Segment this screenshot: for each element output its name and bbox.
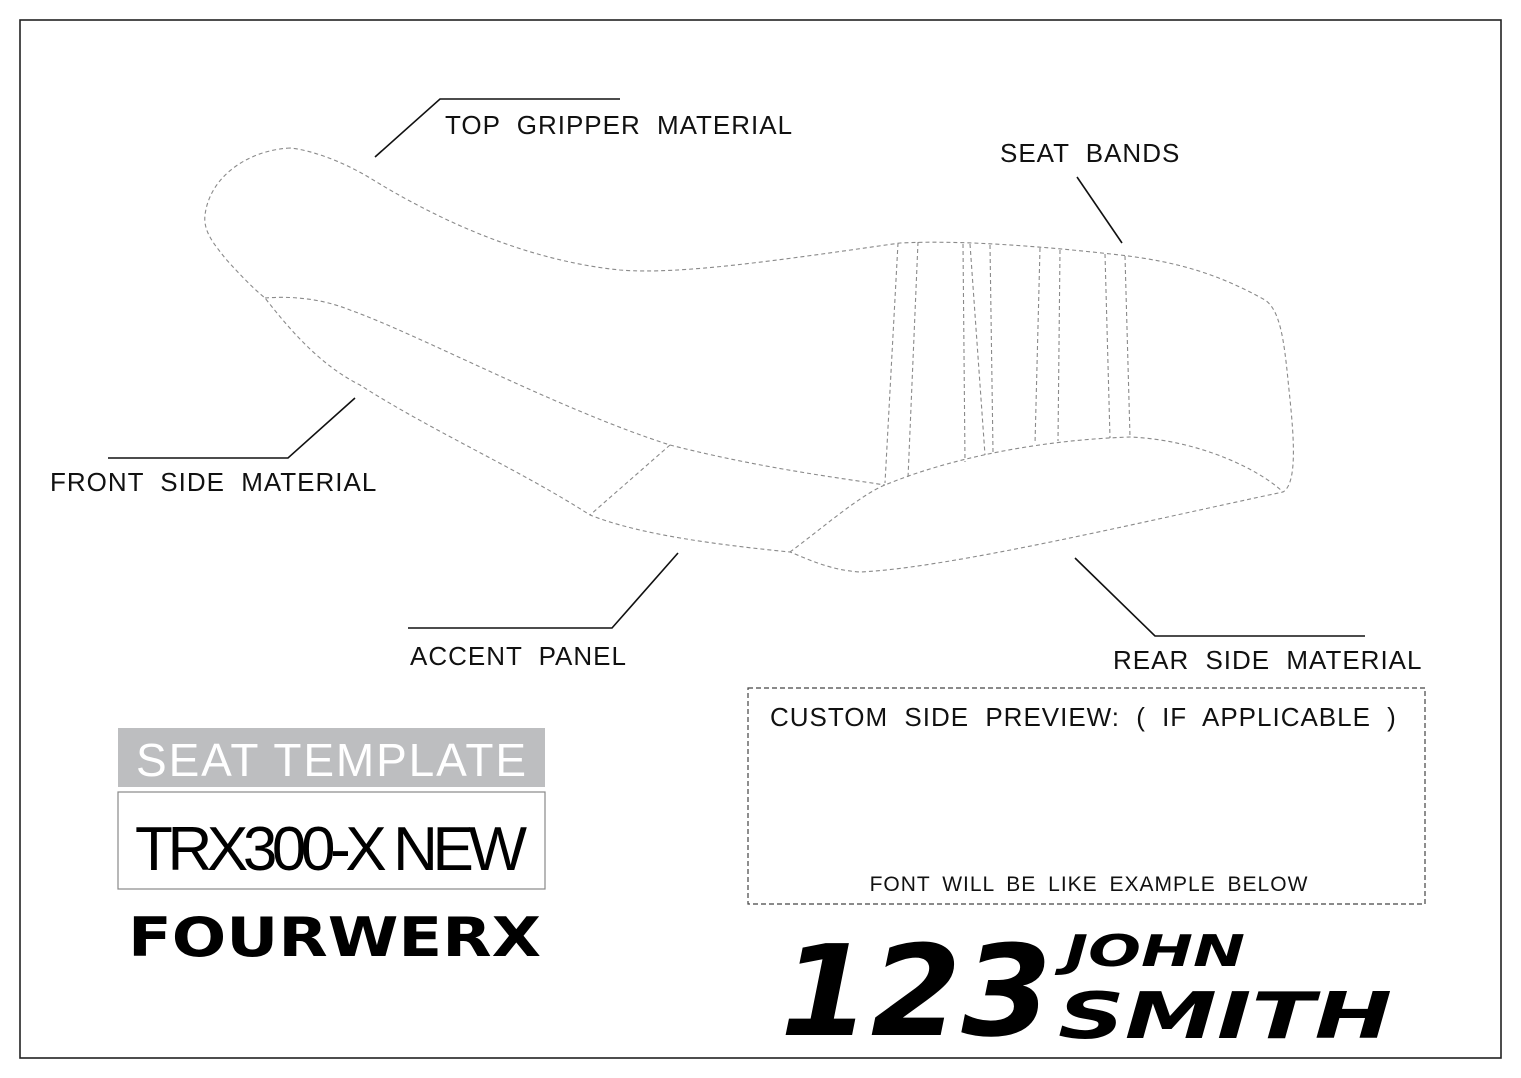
fourwerx-logo: FOURWERX: [128, 906, 541, 969]
template-title-block: SEAT TEMPLATE TRX300-X NEW FOURWERX: [117, 728, 546, 969]
seat-bands-lines: [884, 241, 1131, 484]
label-accent-panel: ACCENT PANEL: [410, 641, 627, 671]
example-number: 123: [780, 918, 1052, 1065]
model-box: [117, 791, 546, 890]
seat-band-line: [989, 244, 994, 453]
seat-outline: [204, 147, 1294, 573]
callout-front-side: FRONT SIDE MATERIAL: [50, 397, 377, 497]
title-bar: [118, 728, 545, 787]
label-rear-side: REAR SIDE MATERIAL: [1113, 645, 1422, 675]
seat-band-line: [962, 243, 966, 463]
seat-band-line: [1057, 249, 1061, 442]
page-border: [19, 19, 1502, 1059]
front-side-boundary: [264, 296, 886, 486]
model-name: TRX300-X NEW: [135, 815, 527, 884]
callout-rear-side: REAR SIDE MATERIAL: [1074, 557, 1422, 675]
seat-band-line: [1104, 253, 1111, 439]
seat-top-outline: [204, 147, 1294, 573]
rear-side-boundary: [789, 436, 1284, 553]
label-seat-bands: SEAT BANDS: [1000, 138, 1180, 168]
accent-panel-boundary: [589, 444, 671, 516]
callout-top-gripper: TOP GRIPPER MATERIAL: [374, 98, 793, 158]
template-title: SEAT TEMPLATE: [136, 734, 526, 786]
font-note: FONT WILL BE LIKE EXAMPLE BELOW: [870, 873, 1309, 896]
custom-preview-box: CUSTOM SIDE PREVIEW: ( IF APPLICABLE ) F…: [747, 687, 1426, 905]
callout-accent-panel: ACCENT PANEL: [408, 552, 679, 671]
label-front-side: FRONT SIDE MATERIAL: [50, 467, 377, 497]
example-first-name: JOHN: [1054, 926, 1245, 977]
example-last-name: SMITH: [1058, 980, 1392, 1054]
label-top-gripper: TOP GRIPPER MATERIAL: [445, 110, 793, 140]
seat-band-line: [907, 241, 919, 479]
custom-preview-title: CUSTOM SIDE PREVIEW: ( IF APPLICABLE ): [770, 702, 1397, 732]
callout-seat-bands: SEAT BANDS: [1000, 138, 1180, 244]
seat-band-line: [969, 243, 986, 456]
name-number-example: 123 JOHN SMITH: [780, 918, 1392, 1065]
seat-band-line: [884, 242, 899, 484]
seat-band-line: [1034, 247, 1041, 445]
seat-band-line: [1124, 255, 1131, 438]
